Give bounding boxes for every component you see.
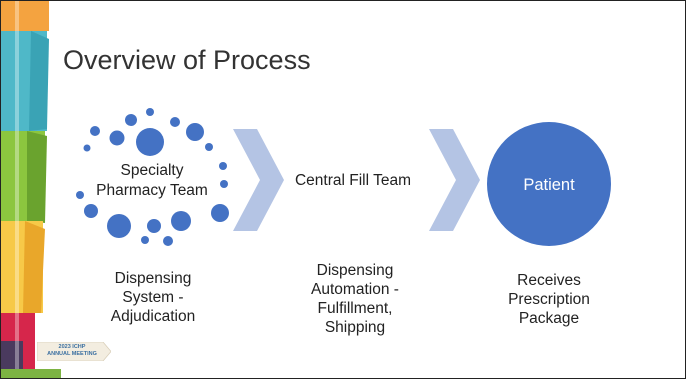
dot <box>109 130 125 146</box>
slide-title: Overview of Process <box>63 45 311 75</box>
stripe-teal-edge <box>29 31 49 131</box>
dot <box>171 211 191 231</box>
caption-receives-prescription: Receives Prescription Package <box>508 272 590 327</box>
patient-node-circle <box>487 122 611 246</box>
stripe-dark <box>1 341 23 378</box>
badge-shape <box>37 342 111 361</box>
dot <box>141 236 149 244</box>
chevron-arrow-2 <box>429 129 480 231</box>
badge-text: 2023 ICHP ANNUAL MEETING <box>41 344 103 357</box>
grass <box>1 369 61 378</box>
stripe-gap <box>15 1 19 378</box>
dot <box>125 114 137 126</box>
node-label-specialty-pharmacy: Specialty Pharmacy Team <box>96 162 208 199</box>
dot <box>136 128 164 156</box>
caption-dispensing-automation: Dispensing Automation - Fulfillment, Shi… <box>311 262 399 336</box>
dot <box>163 236 173 246</box>
badge-year: 2023 ICHP <box>58 344 86 350</box>
dot <box>76 191 84 199</box>
dot <box>211 204 229 222</box>
dot <box>147 219 161 233</box>
decorative-side-stripes <box>1 1 61 378</box>
dot <box>90 126 100 136</box>
dot <box>107 214 131 238</box>
dot <box>205 143 213 151</box>
dot <box>84 204 98 218</box>
annual-meeting-badge <box>37 342 111 361</box>
dot <box>186 123 204 141</box>
caption-dispensing-system: Dispensing System - Adjudication <box>110 270 196 325</box>
stripe-orange <box>1 1 49 31</box>
specialty-pharmacy-dot-cluster <box>76 108 229 246</box>
dot <box>83 144 91 152</box>
dot <box>220 180 228 188</box>
stripe-yellow-edge <box>23 221 45 313</box>
dot <box>146 108 154 116</box>
node-label-central-fill: Central Fill Team <box>294 172 411 189</box>
stripe-green-edge <box>27 131 47 223</box>
chevron-arrow-1 <box>233 129 284 231</box>
dot <box>219 162 227 170</box>
node-label-patient: Patient <box>523 176 575 194</box>
dot <box>170 117 180 127</box>
badge-event: ANNUAL MEETING <box>47 350 97 357</box>
